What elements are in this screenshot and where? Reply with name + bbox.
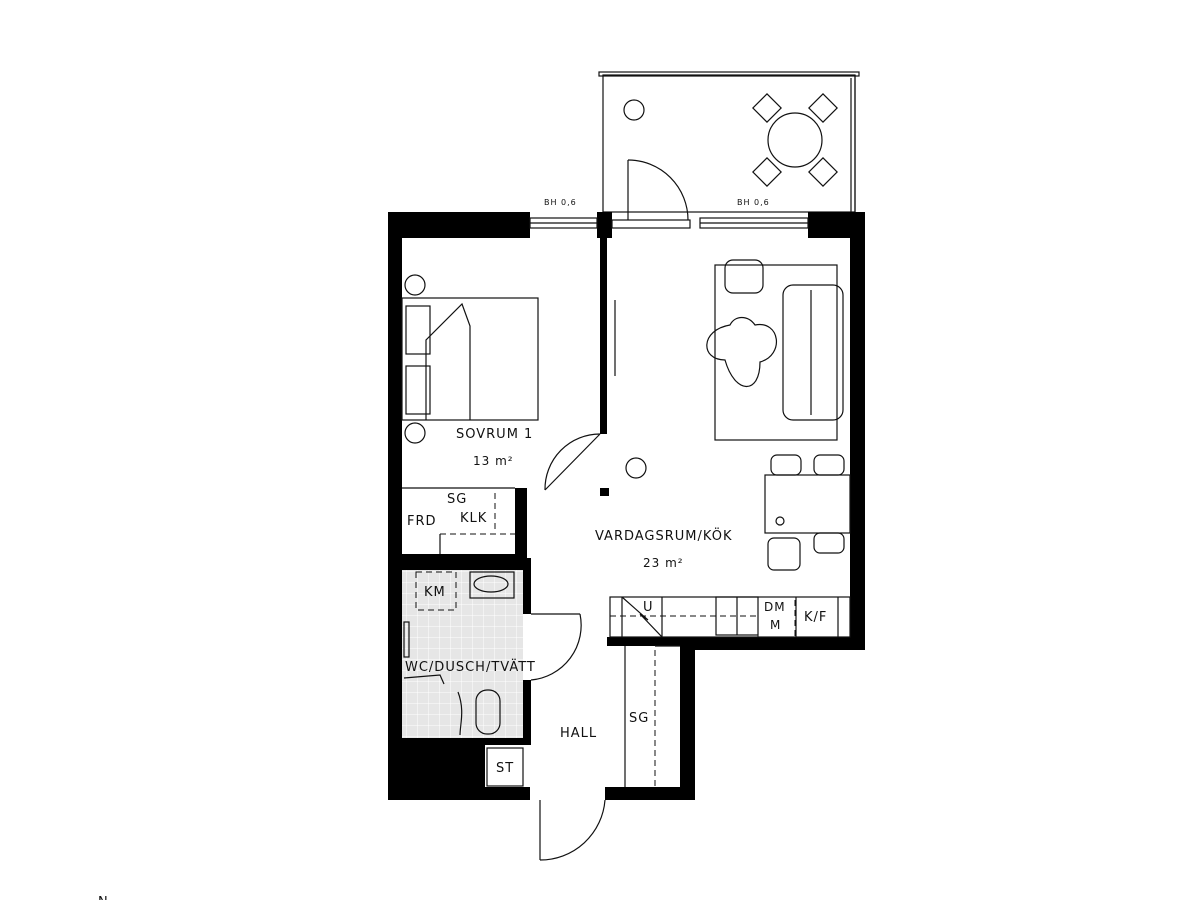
wardrobe-label: SG: [447, 492, 467, 507]
sill-height-left: BH 0,6: [544, 198, 577, 207]
balcony-door[interactable]: [611, 159, 691, 229]
closet-fixtures: [402, 300, 616, 554]
window-bedroom: [529, 217, 598, 229]
washer-label: KM: [424, 585, 446, 600]
living-name: VARDAGSRUM/KÖK: [595, 527, 732, 544]
entrance-door[interactable]: [539, 799, 606, 861]
bedroom-area: 13 m²: [473, 454, 514, 468]
bathroom-door[interactable]: [530, 613, 582, 681]
hall-wardrobe: [624, 645, 680, 787]
storage-label: FRD: [407, 514, 437, 529]
hall-wardrobe-label: SG: [629, 711, 649, 726]
window-living: [699, 217, 809, 229]
dishwasher-label: DM: [764, 600, 786, 614]
microwave-label: M: [770, 618, 781, 632]
walls: [388, 212, 865, 800]
oven-label: U: [643, 600, 654, 615]
sill-height-right: BH 0,6: [737, 198, 770, 207]
bedroom-door[interactable]: [544, 433, 601, 491]
bathroom-floor: [402, 570, 523, 738]
closet-label: KLK: [460, 511, 487, 526]
kitchen-counter: [609, 596, 851, 638]
balcony: [598, 71, 860, 213]
living-furniture: [623, 93, 851, 571]
north-arrow-label: N: [98, 895, 109, 900]
bathroom-name: WC/DUSCH/TVÄTT: [405, 659, 536, 675]
bathroom-fixtures: [403, 571, 524, 787]
bedroom-name: SOVRUM 1: [456, 427, 533, 442]
living-area: 23 m²: [643, 556, 684, 570]
fridge-freezer-label: K/F: [804, 610, 827, 625]
hall-name: HALL: [560, 726, 597, 741]
double-bed: [401, 274, 539, 444]
storage-small-label: ST: [496, 761, 514, 776]
